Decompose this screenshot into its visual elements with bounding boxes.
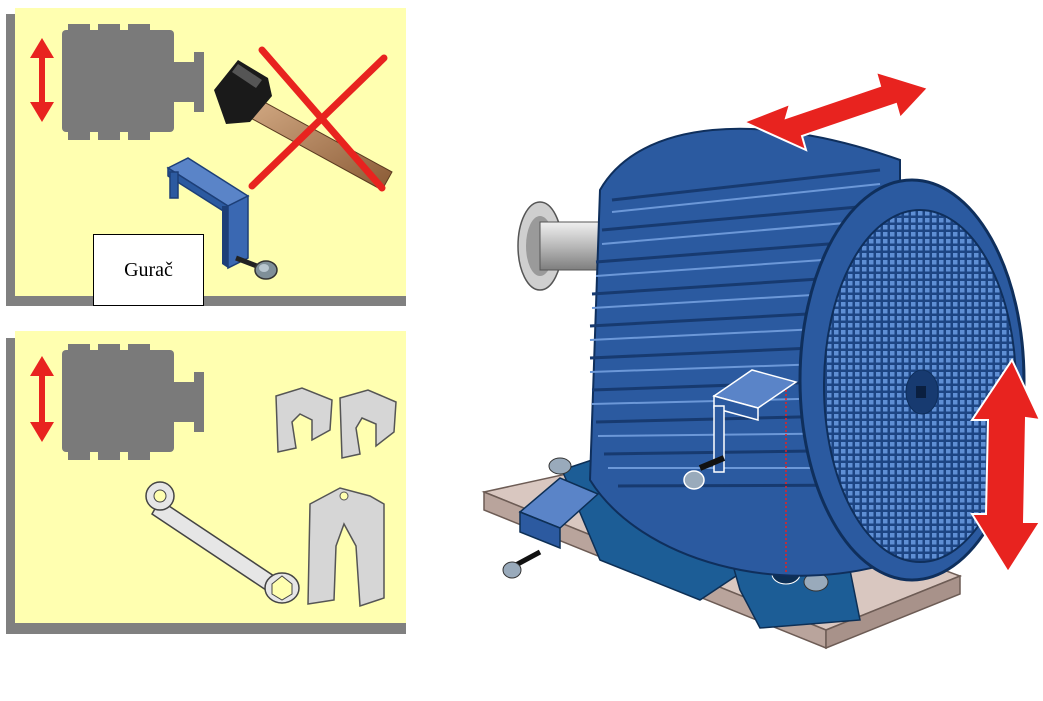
panel-shims: [6, 331, 406, 634]
u-shim-icon: [275, 387, 397, 459]
pusher-label: Gurač: [93, 234, 204, 306]
vertical-arrow-icon: [30, 356, 54, 442]
pusher-label-text: Gurač: [124, 258, 173, 281]
vertical-arrow-icon: [970, 357, 1042, 574]
pusher-bracket-icon: [502, 477, 600, 579]
motor-silhouette-icon: [62, 344, 204, 460]
shim-plate-icon: [307, 487, 385, 608]
wrench-icon: [145, 481, 300, 604]
fan-cover: [798, 178, 1026, 582]
motor-illustration: [481, 127, 1026, 650]
vertical-arrow-icon: [30, 38, 54, 122]
prohibited-cross-icon: [248, 46, 388, 192]
horizontal-arrow-icon: [741, 70, 930, 152]
panel-no-hammer: [6, 8, 406, 306]
motor-silhouette-icon: [62, 24, 204, 140]
pusher-bracket-icon: [166, 157, 278, 280]
pusher-bracket-icon: [683, 369, 798, 572]
